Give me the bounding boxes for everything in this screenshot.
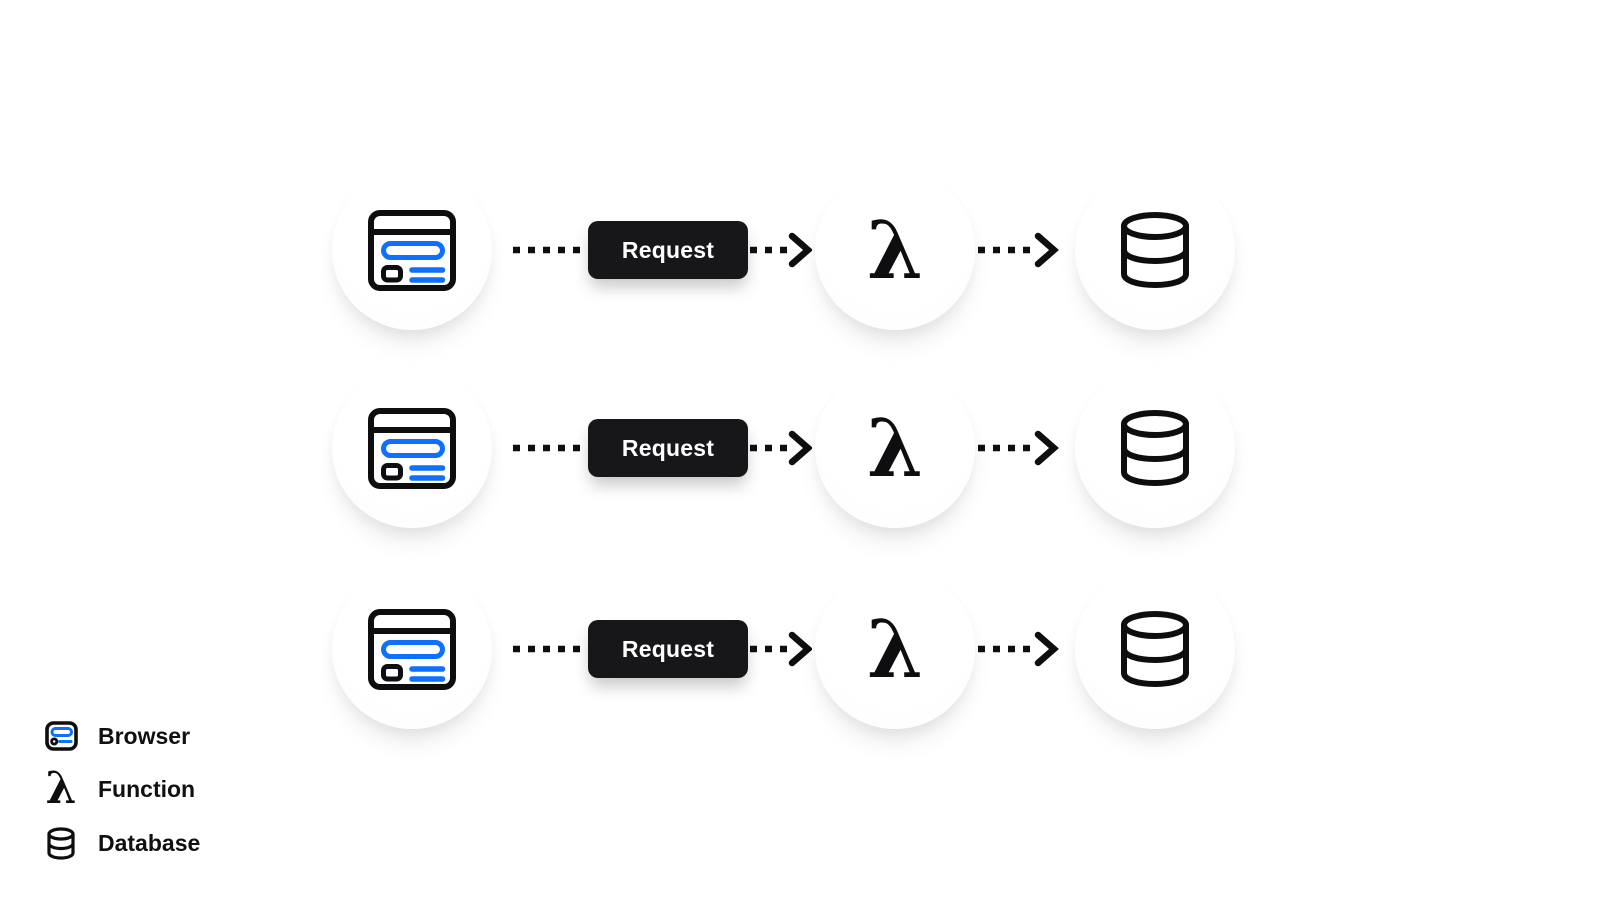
legend-icon-box [42,826,80,860]
lambda-node: λ [815,569,975,729]
database-icon [1121,611,1189,687]
database-node [1075,368,1235,528]
legend-item-database: Database [42,820,200,866]
legend-label: Browser [98,722,191,749]
dashed-arrow [750,430,812,466]
legend-label: Function [98,775,196,802]
lambda-node: λ [815,170,975,330]
legend-icon-box [42,721,80,751]
legend-icon-box: λ [42,766,80,812]
request-label: Request [621,434,715,461]
browser-node [332,170,492,330]
dashed-arrow [978,232,1059,268]
browser-icon [368,209,456,291]
browser-node [332,569,492,729]
request-label: Request [621,635,715,662]
browser-icon [368,407,456,489]
dashed-arrow [978,631,1059,667]
browser-node [332,368,492,528]
browser-icon [44,721,78,751]
dashed-connector [513,444,585,452]
browser-icon [368,608,456,690]
database-node [1075,170,1235,330]
legend-item-function: λ Function [42,766,196,812]
legend-label: Database [98,829,201,856]
request-button[interactable]: Request [588,221,748,279]
flow-row: Request λ [0,368,1600,528]
dashed-connector [513,645,585,653]
database-node [1075,569,1235,729]
database-icon [1121,410,1189,486]
dashed-connector [513,246,585,254]
flow-row: Request λ [0,569,1600,729]
flow-row: Request λ [0,170,1600,330]
lambda-icon: λ [866,203,924,297]
lambda-icon: λ [866,401,924,495]
lambda-icon: λ [45,763,77,814]
request-label: Request [621,236,715,263]
database-icon [47,826,75,860]
dashed-arrow [750,232,812,268]
request-button[interactable]: Request [588,419,748,477]
dashed-arrow [750,631,812,667]
request-button[interactable]: Request [588,620,748,678]
dashed-arrow [978,430,1059,466]
lambda-node: λ [815,368,975,528]
lambda-icon: λ [866,602,924,696]
database-icon [1121,212,1189,288]
legend-item-browser: Browser [42,713,190,759]
